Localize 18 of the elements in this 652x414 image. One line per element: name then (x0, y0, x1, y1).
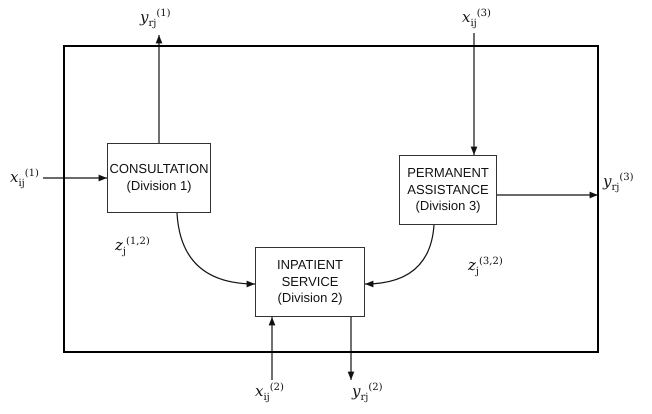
arrow (42, 174, 107, 182)
arrow (470, 33, 478, 155)
arrow (268, 317, 276, 380)
arrow (497, 192, 598, 198)
system-boundary-box (63, 45, 599, 353)
division-name: PERMANENT ASSISTANCE (406, 164, 490, 198)
division-name: INPATIENT SERVICE (276, 256, 344, 290)
arrow (348, 317, 354, 380)
division-name: CONSULTATION (110, 161, 208, 178)
arrow (364, 224, 435, 288)
process-box (255, 247, 365, 317)
process-box (107, 143, 211, 213)
arrow (176, 212, 256, 287)
division-number: (Division 1) (126, 178, 192, 195)
process-box (399, 155, 497, 225)
arrow (156, 35, 162, 143)
division-number: (Division 2) (277, 290, 342, 308)
division-number: (Division 3) (415, 198, 480, 216)
